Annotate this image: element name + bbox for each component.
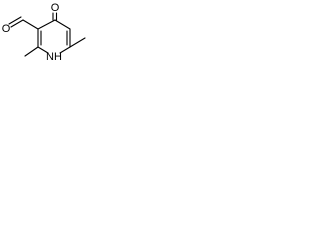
bond-c2-methyl — [24, 46, 39, 57]
ketone-oxygen-label: O — [51, 2, 60, 14]
bond-c3-c4 — [37, 19, 56, 30]
bond-c6-n1 — [59, 46, 71, 54]
bond-c3-cho — [22, 19, 39, 30]
bond-c6-methyl — [69, 37, 86, 48]
ring-nitrogen-label: NH — [46, 51, 62, 63]
bond-cho-o-a — [10, 19, 24, 28]
chemical-structure: O O NH — [2, 2, 86, 63]
bond-n1-c2 — [37, 46, 49, 54]
aldehyde-oxygen-label: O — [2, 23, 11, 35]
bond-c4-c5 — [54, 19, 71, 30]
bond-cho-o-b — [8, 16, 22, 25]
